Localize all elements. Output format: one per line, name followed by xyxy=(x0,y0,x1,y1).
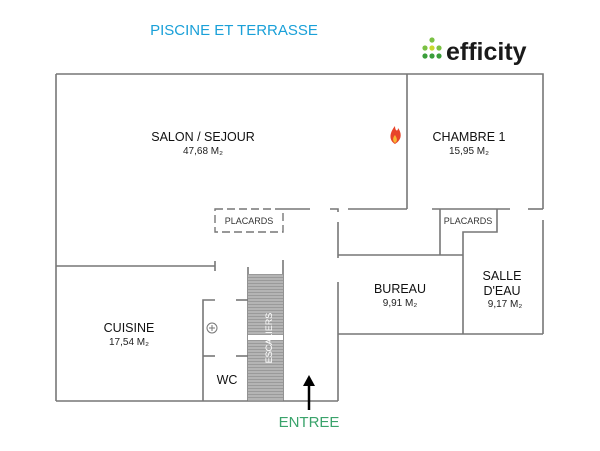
plan-title: PISCINE ET TERRASSE xyxy=(150,22,318,39)
entrance-arrow-icon xyxy=(303,375,315,410)
room-salle-eau-name-2: D'EAU xyxy=(483,284,520,298)
efficity-logo: efficity xyxy=(422,37,527,66)
room-salle-eau-name-1: SALLE xyxy=(483,269,522,283)
closet-right-label: PLACARDS xyxy=(444,216,493,226)
stairs-label: ESCALIERS xyxy=(264,313,274,364)
water-heater-icon xyxy=(206,322,218,334)
walls xyxy=(55,73,544,402)
logo-dots-icon xyxy=(422,37,442,59)
staircase: ESCALIERS xyxy=(248,274,283,401)
fireplace-flame-icon xyxy=(390,126,401,144)
room-wc-name: WC xyxy=(217,373,238,387)
closet-left-label: PLACARDS xyxy=(225,216,274,226)
room-salle-eau-area: 9,17 M₂ xyxy=(488,299,523,310)
logo-text: efficity xyxy=(446,38,527,66)
entrance-label: ENTREE xyxy=(279,414,340,431)
room-salon-name: SALON / SEJOUR xyxy=(151,130,255,144)
room-bureau-name: BUREAU xyxy=(374,282,426,296)
room-bureau-area: 9,91 M₂ xyxy=(383,298,418,309)
room-cuisine-name: CUISINE xyxy=(104,321,155,335)
room-chambre-name: CHAMBRE 1 xyxy=(433,130,506,144)
room-cuisine-area: 17,54 M₂ xyxy=(109,337,149,348)
room-salon-area: 47,68 M₂ xyxy=(183,146,223,157)
room-chambre-area: 15,95 M₂ xyxy=(449,146,489,157)
